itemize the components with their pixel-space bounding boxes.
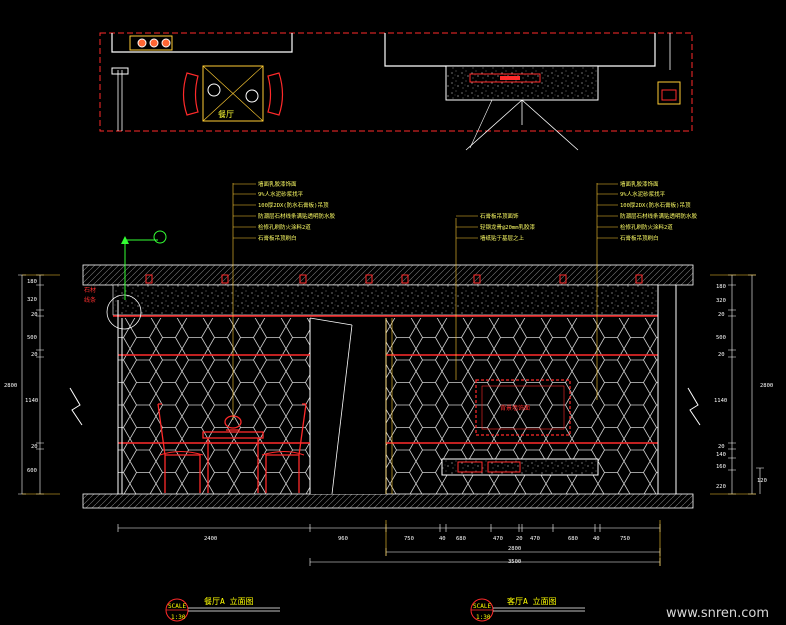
svg-text:2400: 2400 bbox=[204, 536, 217, 542]
svg-text:960: 960 bbox=[338, 536, 348, 542]
svg-text:500: 500 bbox=[716, 335, 726, 341]
left-mark-2: 线条 bbox=[84, 296, 96, 304]
plan-chair-left bbox=[182, 72, 199, 116]
svg-text:20: 20 bbox=[516, 536, 523, 542]
svg-text:1140: 1140 bbox=[714, 398, 727, 404]
floor-slab bbox=[82, 493, 694, 509]
svg-text:140: 140 bbox=[716, 452, 726, 458]
section-marker bbox=[153, 230, 167, 244]
svg-text:墙纸贴于基层之上: 墙纸贴于基层之上 bbox=[480, 234, 525, 242]
svg-text:600: 600 bbox=[27, 468, 37, 474]
svg-text:石膏板吊顶刷白: 石膏板吊顶刷白 bbox=[258, 234, 297, 242]
notes-right: 墙面乳胶漆饰面 9%人水泥砂浆找平 100厚2DX(防水石膏板)吊顶 防潮层石材… bbox=[620, 180, 698, 242]
svg-text:检修孔刷防火涂料2道: 检修孔刷防火涂料2道 bbox=[258, 223, 311, 231]
plan-boundary bbox=[99, 32, 693, 132]
left-mark-1: 石材 bbox=[84, 286, 96, 294]
svg-text:检修孔刷防火涂料2道: 检修孔刷防火涂料2道 bbox=[620, 223, 673, 231]
plan-chair-right bbox=[267, 72, 284, 116]
dim-right-total: 2800 bbox=[760, 383, 773, 389]
svg-text:1140: 1140 bbox=[25, 398, 38, 404]
svg-text:680: 680 bbox=[456, 536, 466, 542]
detail-marker bbox=[106, 294, 142, 330]
svg-text:40: 40 bbox=[593, 536, 600, 542]
ceiling-slab bbox=[82, 264, 694, 286]
svg-text:9%人水泥砂浆找平: 9%人水泥砂浆找平 bbox=[620, 190, 666, 198]
svg-text:20: 20 bbox=[718, 312, 725, 318]
svg-text:100厚2DX(防水石膏板)吊顶: 100厚2DX(防水石膏板)吊顶 bbox=[620, 201, 691, 209]
plan-cabinet bbox=[129, 35, 173, 51]
svg-text:160: 160 bbox=[716, 464, 726, 470]
plan-dining-table bbox=[202, 65, 264, 122]
svg-text:9%人水泥砂浆找平: 9%人水泥砂浆找平 bbox=[258, 190, 304, 198]
elevation-view: 石材 线条 背景墙饰面 bbox=[69, 183, 701, 509]
svg-text:20: 20 bbox=[718, 444, 725, 450]
title-right: SCALE 1:30 客厅A 立面图 bbox=[470, 596, 585, 622]
plan-tv-console bbox=[445, 65, 599, 101]
svg-text:轻钢龙骨@20mm乳胶漆: 轻钢龙骨@20mm乳胶漆 bbox=[480, 223, 536, 231]
svg-text:470: 470 bbox=[530, 536, 540, 542]
svg-text:320: 320 bbox=[27, 297, 37, 303]
watermark: www.snren.com bbox=[666, 606, 769, 621]
doorway bbox=[310, 318, 386, 494]
svg-text:750: 750 bbox=[404, 536, 414, 542]
ceiling-band bbox=[112, 284, 659, 316]
svg-text:220: 220 bbox=[716, 484, 726, 490]
dims-bottom bbox=[117, 520, 661, 566]
dim-bottom-sub: 2800 bbox=[508, 546, 521, 552]
svg-text:20: 20 bbox=[31, 352, 38, 358]
svg-text:墙面乳胶漆饰面: 墙面乳胶漆饰面 bbox=[620, 180, 659, 188]
svg-text:750: 750 bbox=[620, 536, 630, 542]
svg-text:500: 500 bbox=[27, 335, 37, 341]
svg-text:客厅A 立面图: 客厅A 立面图 bbox=[507, 596, 557, 606]
svg-text:470: 470 bbox=[493, 536, 503, 542]
plan-view: 餐厅 bbox=[99, 32, 693, 151]
plan-wall-right bbox=[384, 33, 656, 67]
svg-text:180: 180 bbox=[27, 279, 37, 285]
svg-text:40: 40 bbox=[439, 536, 446, 542]
plan-wall-left bbox=[111, 33, 293, 53]
svg-text:防潮层石材线条满贴透明防水胶: 防潮层石材线条满贴透明防水胶 bbox=[620, 212, 698, 220]
svg-text:墙面乳胶漆饰面: 墙面乳胶漆饰面 bbox=[258, 180, 297, 188]
dims-right bbox=[710, 274, 764, 495]
svg-text:SCALE: SCALE bbox=[168, 603, 186, 610]
svg-text:餐厅A 立面图: 餐厅A 立面图 bbox=[204, 596, 254, 606]
dim-left-total: 2800 bbox=[4, 383, 17, 389]
dining-set bbox=[157, 403, 307, 493]
svg-text:石膏板吊顶面饰: 石膏板吊顶面饰 bbox=[480, 212, 519, 220]
svg-text:100厚2DX(防水石膏板)吊顶: 100厚2DX(防水石膏板)吊顶 bbox=[258, 201, 329, 209]
svg-text:SCALE: SCALE bbox=[473, 603, 491, 610]
svg-text:680: 680 bbox=[568, 536, 578, 542]
svg-text:1:30: 1:30 bbox=[171, 614, 186, 621]
plan-room-label: 餐厅 bbox=[218, 110, 234, 119]
dim-bottom-total: 3500 bbox=[508, 559, 521, 565]
tv-label: 背景墙饰面 bbox=[500, 404, 530, 412]
notes-left: 墙面乳胶漆饰面 9%人水泥砂浆找平 100厚2DX(防水石膏板)吊顶 防潮层石材… bbox=[258, 180, 336, 242]
tv-frame bbox=[475, 379, 571, 436]
title-left: SCALE 1:30 餐厅A 立面图 bbox=[165, 596, 280, 622]
svg-text:防潮层石材线条满贴透明防水胶: 防潮层石材线条满贴透明防水胶 bbox=[258, 212, 336, 220]
svg-text:20: 20 bbox=[718, 352, 725, 358]
svg-text:320: 320 bbox=[716, 298, 726, 304]
svg-text:20: 20 bbox=[31, 312, 38, 318]
svg-text:120: 120 bbox=[757, 478, 767, 484]
svg-text:1:30: 1:30 bbox=[476, 614, 491, 621]
plan-view-cone bbox=[465, 99, 579, 151]
dims-left bbox=[18, 274, 60, 495]
svg-text:20: 20 bbox=[31, 444, 38, 450]
svg-text:180: 180 bbox=[716, 284, 726, 290]
svg-text:石膏板吊顶刷白: 石膏板吊顶刷白 bbox=[620, 234, 659, 242]
notes-mid: 石膏板吊顶面饰 轻钢龙骨@20mm乳胶漆 墙纸贴于基层之上 bbox=[480, 212, 536, 242]
